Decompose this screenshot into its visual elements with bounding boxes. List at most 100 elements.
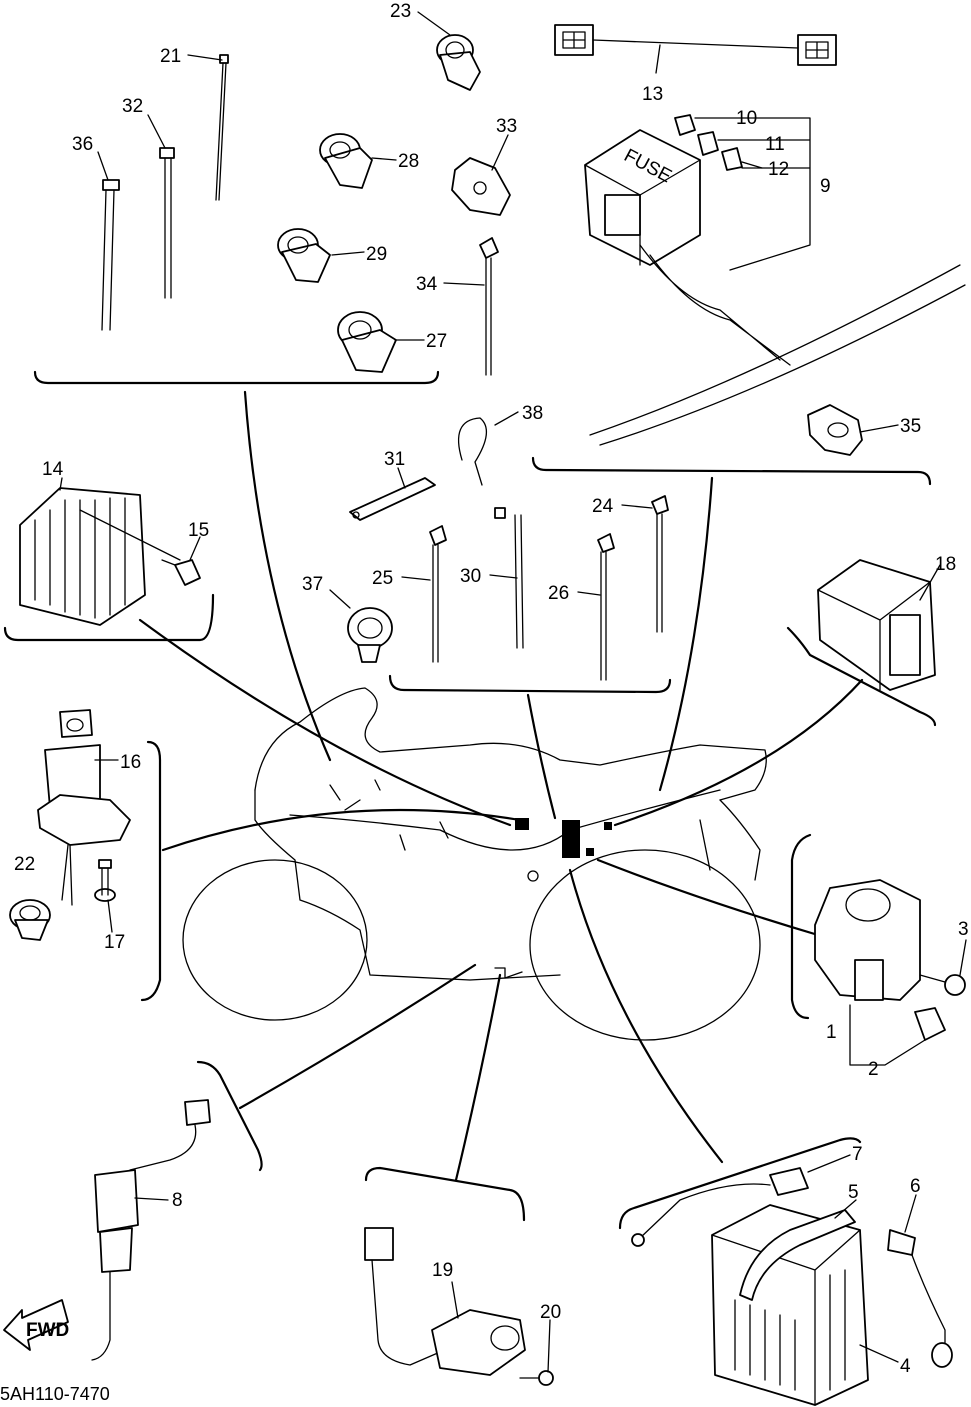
leader-center-ties (526, 693, 557, 820)
fairing-top-outline (254, 687, 767, 801)
neutral-switch-lead (494, 967, 523, 979)
harness-connector-d (586, 848, 594, 856)
leader-top-left (243, 390, 332, 762)
motorcycle-outline (182, 687, 767, 1041)
callout-27: 27 (426, 331, 447, 352)
callout-16: 16 (120, 752, 141, 773)
plate-31 (349, 477, 436, 521)
battery-band-5 (739, 1209, 856, 1301)
leader-neutral-switch (238, 963, 477, 1110)
harness-connector-b (562, 820, 580, 858)
band-38 (457, 417, 487, 486)
drawing-code: 5AH110-7470 (0, 1384, 110, 1404)
neutral-switch-group-bracket (196, 1060, 263, 1172)
battery-group-bracket (618, 1137, 862, 1230)
harness-connector-c (604, 822, 612, 830)
rear-wheel (529, 849, 761, 1041)
harness-ground-point (527, 870, 539, 882)
fuse-10 (674, 114, 696, 136)
callout-15: 15 (188, 520, 209, 541)
regulator-group-bracket (3, 593, 215, 642)
callout-17: 17 (104, 932, 125, 953)
fuse-12 (721, 147, 743, 171)
callout-3: 3 (958, 919, 969, 940)
callout-4: 4 (900, 1356, 911, 1377)
rear-frame-outline (699, 799, 761, 881)
bolt-15 (161, 559, 201, 586)
center-ties-parts (347, 417, 669, 681)
main-switch-16 (37, 709, 131, 906)
callout-11: 11 (765, 134, 785, 155)
callout-24: 24 (592, 496, 614, 517)
callout-leaders (59, 11, 967, 1373)
callout-1: 1 (826, 1022, 837, 1043)
top-left-parts (101, 34, 511, 376)
callout-30: 30 (460, 566, 481, 587)
leader-relay (613, 678, 864, 827)
callout-5: 5 (848, 1182, 859, 1203)
callout-37: 37 (302, 574, 323, 595)
cable-tie-30 (494, 507, 524, 649)
callout-36: 36 (72, 134, 93, 155)
callout-34: 34 (416, 274, 438, 295)
fuse-11 (697, 131, 719, 156)
cable-tie-24 (651, 495, 669, 633)
callout-33: 33 (496, 116, 517, 137)
clamp-28 (319, 133, 373, 189)
callout-12: 12 (768, 159, 789, 180)
cable-tie-25 (429, 525, 447, 663)
cable-tie-36 (101, 179, 120, 331)
callout-22: 22 (14, 854, 35, 875)
leader-regulator (138, 618, 512, 827)
sensor-group-bracket (364, 1166, 526, 1222)
callout-numbers: 1 2 3 4 5 6 7 8 9 10 11 12 13 14 15 16 1… (14, 1, 969, 1377)
clamp-35 (807, 404, 863, 456)
callout-18: 18 (935, 554, 956, 575)
callout-29: 29 (366, 244, 387, 265)
battery-lead-6 (887, 1229, 953, 1368)
callout-23: 23 (390, 1, 411, 22)
coupler-13 (554, 24, 837, 66)
top-right-parts (554, 24, 966, 456)
screw-17 (94, 859, 116, 902)
leader-battery (568, 868, 724, 1164)
callout-32: 32 (122, 96, 143, 117)
neutral-switch-8 (91, 1099, 211, 1361)
battery-4 (711, 1204, 869, 1406)
rectifier-regulator-14 (19, 487, 181, 626)
leader-top-right (658, 476, 714, 792)
callout-31: 31 (384, 449, 405, 470)
cable-tie-34 (479, 237, 499, 376)
callout-7: 7 (852, 1144, 863, 1165)
callout-14: 14 (42, 459, 64, 480)
starter-relay-group-bracket (790, 833, 812, 1020)
callout-13: 13 (642, 84, 663, 105)
harness-connector-a (515, 818, 529, 830)
clamp-27 (337, 311, 397, 373)
callout-10: 10 (736, 108, 757, 129)
callout-26: 26 (548, 583, 569, 604)
bolt-20 (519, 1370, 554, 1386)
callout-28: 28 (398, 151, 419, 172)
front-wheel (182, 859, 368, 1021)
callout-6: 6 (910, 1176, 921, 1197)
callout-21: 21 (160, 46, 181, 67)
leader-main-switch (161, 808, 522, 852)
bolt-3 (919, 974, 966, 996)
sensor-19 (364, 1227, 526, 1376)
fuse-bracket-lines (694, 117, 811, 271)
clamp-33 (451, 157, 511, 216)
callout-25: 25 (372, 568, 393, 589)
forward-direction-arrow: FWD (3, 1299, 69, 1351)
main-harness-11 (589, 264, 966, 446)
fuse-2 (914, 1007, 946, 1041)
clamp-29 (277, 228, 331, 283)
callout-35: 35 (900, 416, 921, 437)
callout-9: 9 (820, 176, 831, 197)
cable-tie-26 (597, 533, 615, 681)
callout-2: 2 (868, 1059, 879, 1080)
clamp-37 (347, 607, 393, 663)
clamp-23 (436, 34, 481, 91)
